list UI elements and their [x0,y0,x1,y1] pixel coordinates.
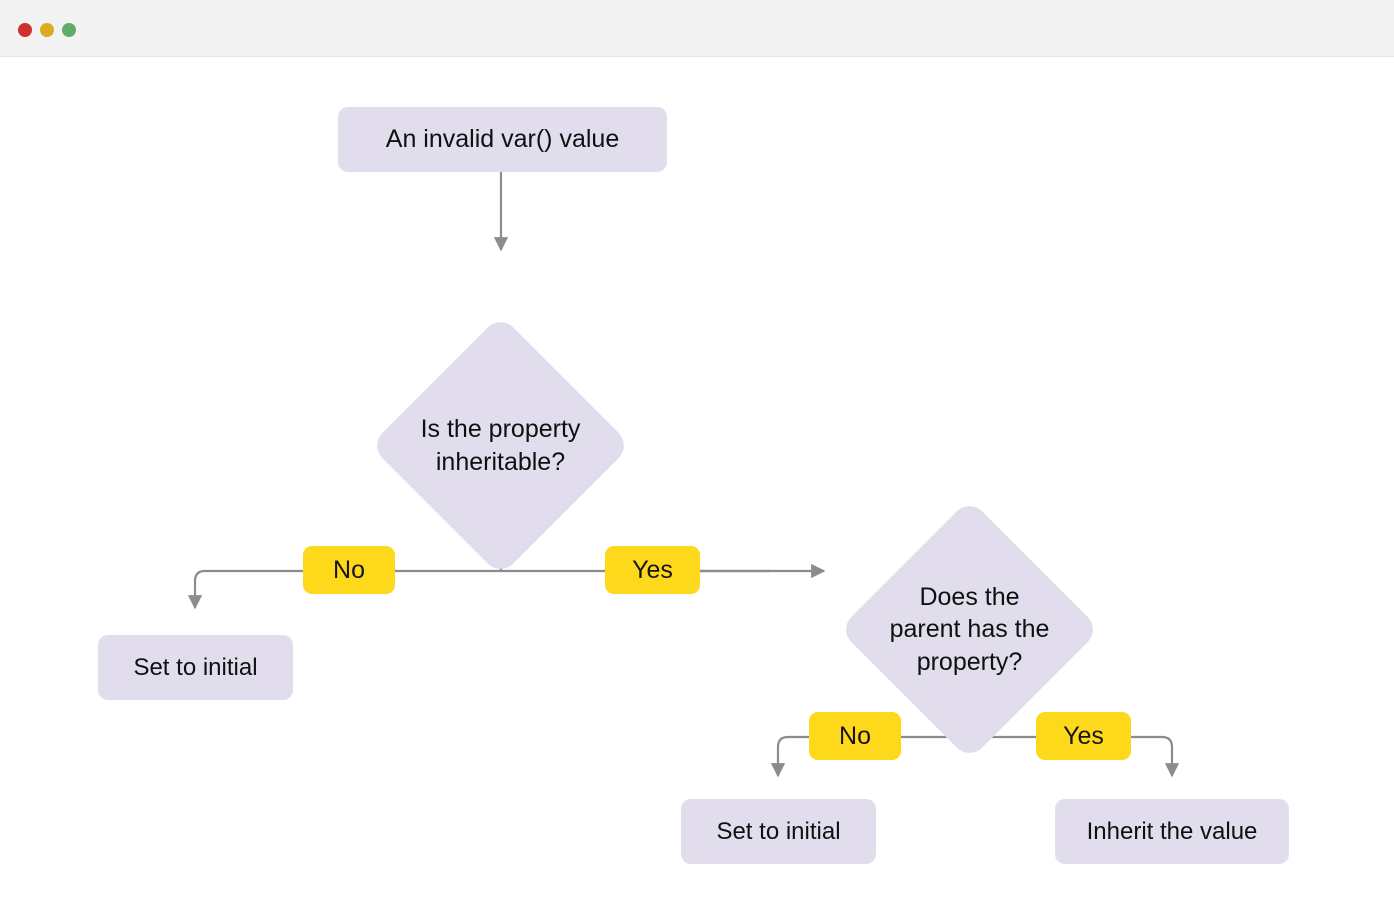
node-question-parent-has-property-label: Does the parent has the property? [889,582,1050,676]
node-set-to-initial-left-label: Set to initial [133,653,258,681]
node-set-to-initial-right-label: Set to initial [716,817,841,845]
edge-question1-no [187,569,206,610]
edge-label-question2-no[interactable]: No [809,712,901,760]
edge-label-question2-yes[interactable]: Yes [1036,712,1131,760]
flowchart-canvas: An invalid var() value Is the property i… [0,57,1394,918]
edge-question2-yes [1161,735,1180,778]
edge-label-question2-yes-text: Yes [1063,721,1104,750]
zoom-button-icon[interactable] [62,23,76,37]
edge-label-question1-no[interactable]: No [303,546,395,594]
node-set-to-initial-left[interactable]: Set to initial [98,635,293,700]
edge-question2-no [770,735,789,778]
node-question-parent-has-property[interactable]: Does the parent has the property? [838,498,1101,761]
edge-label-question1-no-text: No [333,555,365,584]
node-inherit-the-value-label: Inherit the value [1086,817,1258,845]
node-set-to-initial-right[interactable]: Set to initial [681,799,876,864]
connector-layer [187,172,1180,778]
node-question-inheritable-label: Is the property inheritable? [420,415,581,476]
edge-label-question2-no-text: No [839,721,871,750]
node-start-label: An invalid var() value [385,125,620,154]
close-button-icon[interactable] [18,23,32,37]
window-controls [18,23,76,37]
window-titlebar [0,0,1394,57]
edge-label-question1-yes[interactable]: Yes [605,546,700,594]
node-question-inheritable[interactable]: Is the property inheritable? [369,314,632,577]
node-start[interactable]: An invalid var() value [338,107,667,172]
edge-label-question1-yes-text: Yes [632,555,673,584]
minimize-button-icon[interactable] [40,23,54,37]
node-inherit-the-value[interactable]: Inherit the value [1055,799,1289,864]
